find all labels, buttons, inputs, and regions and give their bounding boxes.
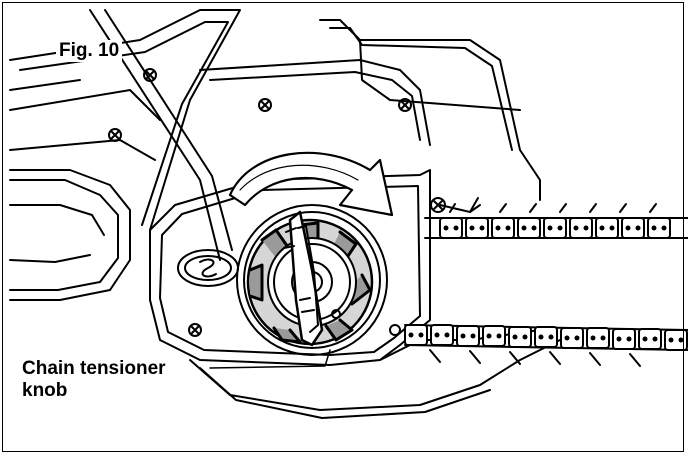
- rotation-arrow: [228, 151, 394, 217]
- chain-lower-links: [404, 324, 688, 351]
- figure-label: Fig. 10: [56, 40, 123, 62]
- chain-upper-links: [439, 217, 671, 239]
- knob-lever: [288, 210, 324, 347]
- callout-line-1: Chain tensioner: [22, 358, 166, 379]
- screws: [108, 68, 446, 337]
- callout-leader: [209, 349, 331, 369]
- left-grip: [9, 169, 131, 301]
- housing-top-outline: [319, 19, 541, 201]
- figure-border: [2, 2, 684, 452]
- callout-label: Chain tensioner knob: [22, 358, 168, 402]
- callout-line-2: knob: [22, 380, 68, 401]
- tensioner-knob: [236, 204, 388, 356]
